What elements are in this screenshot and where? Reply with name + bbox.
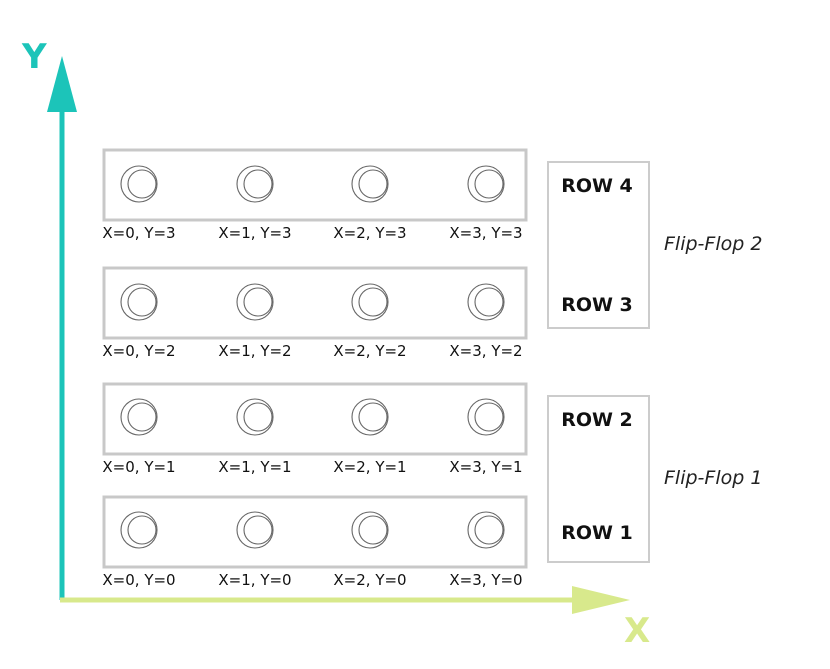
cell-outer-circle: [351, 283, 389, 321]
cell-coordinate-label: X=3, Y=1: [449, 458, 522, 476]
row-strip-4: X=0, Y=3 X=1, Y=3 X=2, Y=3 X=3, Y=3: [102, 148, 528, 242]
cell-inner-circle: [127, 169, 157, 199]
cell-coordinate-label: X=3, Y=3: [449, 224, 522, 242]
flip-flop-1-label: Flip-Flop 1: [664, 467, 762, 489]
cell-outer-circle: [236, 165, 274, 203]
row-strip-frame: [102, 148, 528, 222]
cell-coordinate-label: X=0, Y=2: [102, 342, 175, 360]
cell-outer-circle: [467, 283, 505, 321]
cell-coordinate-label: X=0, Y=1: [102, 458, 175, 476]
x-axis-arrowhead: [572, 586, 630, 614]
cell-inner-circle: [243, 169, 273, 199]
cell-inner-circle: [358, 402, 388, 432]
row-strip-frame: [102, 382, 528, 456]
cell-coordinate-label: X=2, Y=1: [333, 458, 406, 476]
row-label-2: ROW 2: [561, 409, 633, 431]
cell-coordinate-label: X=2, Y=2: [333, 342, 406, 360]
cell-inner-circle: [358, 515, 388, 545]
row-strip-1: X=0, Y=0 X=1, Y=0 X=2, Y=0 X=3, Y=0: [102, 495, 528, 589]
y-axis-label: Y: [22, 37, 47, 77]
cell-inner-circle: [474, 169, 504, 199]
cell-coordinate-label: X=0, Y=3: [102, 224, 175, 242]
cell-inner-circle: [127, 402, 157, 432]
cell-coordinate-label: X=3, Y=0: [449, 571, 522, 589]
cell-inner-circle: [243, 287, 273, 317]
cell-outer-circle: [120, 511, 158, 549]
cell-outer-circle: [351, 511, 389, 549]
cell-coordinate-label: X=3, Y=2: [449, 342, 522, 360]
cell-inner-circle: [358, 169, 388, 199]
cell-inner-circle: [127, 515, 157, 545]
cell-inner-circle: [127, 287, 157, 317]
cell-inner-circle: [474, 515, 504, 545]
cell-inner-circle: [358, 287, 388, 317]
cell-outer-circle: [351, 165, 389, 203]
cell-inner-circle: [474, 287, 504, 317]
row-strip-frame: [102, 495, 528, 569]
cell-outer-circle: [236, 283, 274, 321]
cell-outer-circle: [467, 165, 505, 203]
cell-coordinate-label: X=1, Y=3: [218, 224, 291, 242]
cell-coordinate-label: X=1, Y=2: [218, 342, 291, 360]
y-axis-arrowhead: [47, 56, 77, 112]
cell-coordinate-label: X=2, Y=0: [333, 571, 406, 589]
cell-outer-circle: [120, 165, 158, 203]
cell-outer-circle: [467, 398, 505, 436]
cell-coordinate-label: X=1, Y=1: [218, 458, 291, 476]
cell-coordinate-label: X=0, Y=0: [102, 571, 175, 589]
cell-coordinate-label: X=1, Y=0: [218, 571, 291, 589]
cell-outer-circle: [120, 283, 158, 321]
flip-flop-1-box: [547, 395, 650, 563]
cell-outer-circle: [236, 398, 274, 436]
cell-outer-circle: [120, 398, 158, 436]
x-axis-label: X: [624, 611, 651, 651]
cell-outer-circle: [351, 398, 389, 436]
row-label-4: ROW 4: [561, 175, 633, 197]
row-label-3: ROW 3: [561, 294, 633, 316]
row-strip-2: X=0, Y=1 X=1, Y=1 X=2, Y=1 X=3, Y=1: [102, 382, 528, 476]
row-label-1: ROW 1: [561, 522, 633, 544]
flip-flop-2-label: Flip-Flop 2: [664, 233, 762, 255]
cell-outer-circle: [467, 511, 505, 549]
cell-inner-circle: [243, 515, 273, 545]
cell-inner-circle: [474, 402, 504, 432]
row-strip-3: X=0, Y=2 X=1, Y=2 X=2, Y=2 X=3, Y=2: [102, 266, 528, 360]
cell-coordinate-label: X=2, Y=3: [333, 224, 406, 242]
cell-outer-circle: [236, 511, 274, 549]
cell-inner-circle: [243, 402, 273, 432]
flip-flop-2-box: [547, 161, 650, 329]
row-strip-frame: [102, 266, 528, 340]
